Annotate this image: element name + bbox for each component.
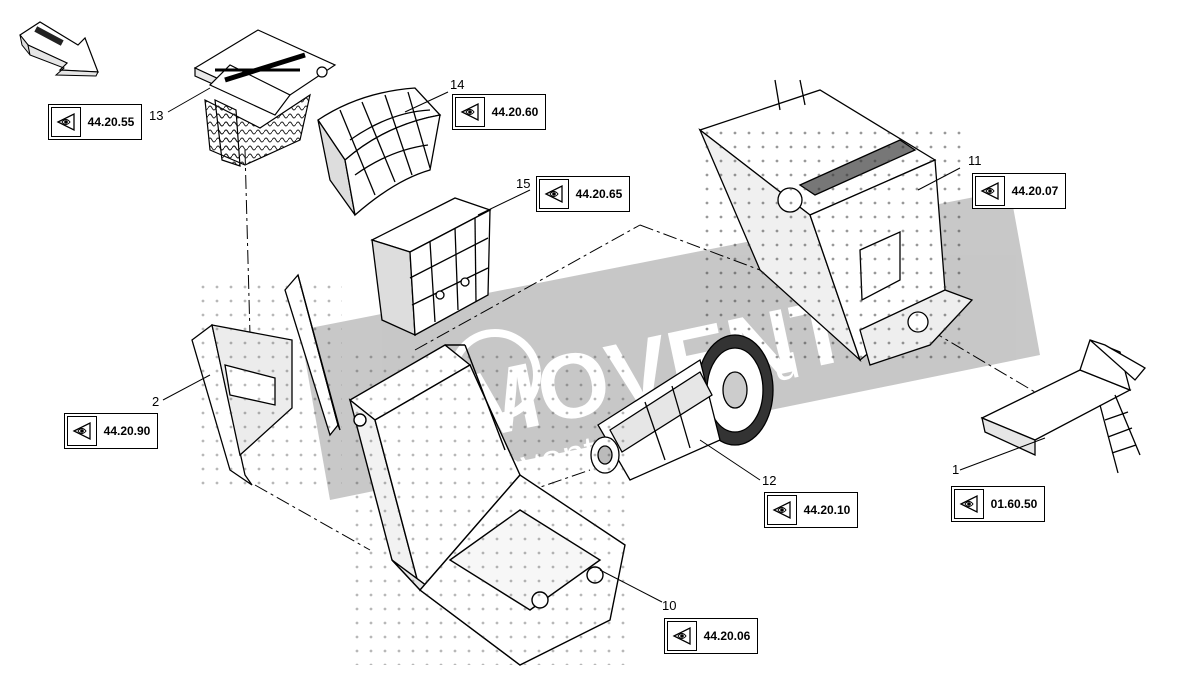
part-1-drawing bbox=[980, 339, 1146, 474]
part-14-drawing bbox=[317, 87, 442, 217]
callout-15: 15 bbox=[516, 176, 531, 191]
ref-code: 44.20.60 bbox=[491, 105, 539, 119]
callout-10: 10 bbox=[662, 598, 677, 613]
callout-14: 14 bbox=[450, 77, 465, 92]
part-2-drawing bbox=[191, 273, 342, 486]
ref-box-11[interactable]: 44.20.07 bbox=[972, 173, 1066, 209]
eye-view-icon bbox=[667, 621, 697, 651]
ref-box-12[interactable]: 44.20.10 bbox=[764, 492, 858, 528]
ref-box-13[interactable]: 44.20.55 bbox=[48, 104, 142, 140]
ref-code: 44.20.90 bbox=[103, 424, 151, 438]
ref-box-1[interactable]: 01.60.50 bbox=[951, 486, 1045, 522]
ref-code: 44.20.65 bbox=[575, 187, 623, 201]
eye-view-icon bbox=[954, 489, 984, 519]
ref-code: 01.60.50 bbox=[990, 497, 1038, 511]
ref-code: 44.20.55 bbox=[87, 115, 135, 129]
callout-11: 11 bbox=[968, 153, 982, 168]
ref-box-2[interactable]: 44.20.90 bbox=[64, 413, 158, 449]
ref-code: 44.20.10 bbox=[803, 503, 851, 517]
eye-view-icon bbox=[539, 179, 569, 209]
part-13-drawing bbox=[193, 29, 337, 167]
ref-code: 44.20.07 bbox=[1011, 184, 1059, 198]
eye-view-icon bbox=[975, 176, 1005, 206]
callout-1: 1 bbox=[952, 462, 960, 477]
callout-2: 2 bbox=[152, 394, 160, 409]
eye-view-icon bbox=[51, 107, 81, 137]
ref-box-14[interactable]: 44.20.60 bbox=[452, 94, 546, 130]
eye-view-icon bbox=[67, 416, 97, 446]
ref-code: 44.20.06 bbox=[703, 629, 751, 643]
callout-12: 12 bbox=[762, 473, 777, 488]
part-15-drawing bbox=[370, 197, 492, 337]
leader-lines bbox=[162, 87, 1046, 603]
callout-13: 13 bbox=[149, 108, 164, 123]
part-12-drawing bbox=[590, 334, 774, 481]
part-10-drawing bbox=[348, 344, 626, 666]
direction-arrow-icon bbox=[19, 21, 99, 77]
ref-box-15[interactable]: 44.20.65 bbox=[536, 176, 630, 212]
part-11-drawing bbox=[698, 79, 974, 366]
eye-view-icon bbox=[455, 97, 485, 127]
ref-box-10[interactable]: 44.20.06 bbox=[664, 618, 758, 654]
eye-view-icon bbox=[767, 495, 797, 525]
